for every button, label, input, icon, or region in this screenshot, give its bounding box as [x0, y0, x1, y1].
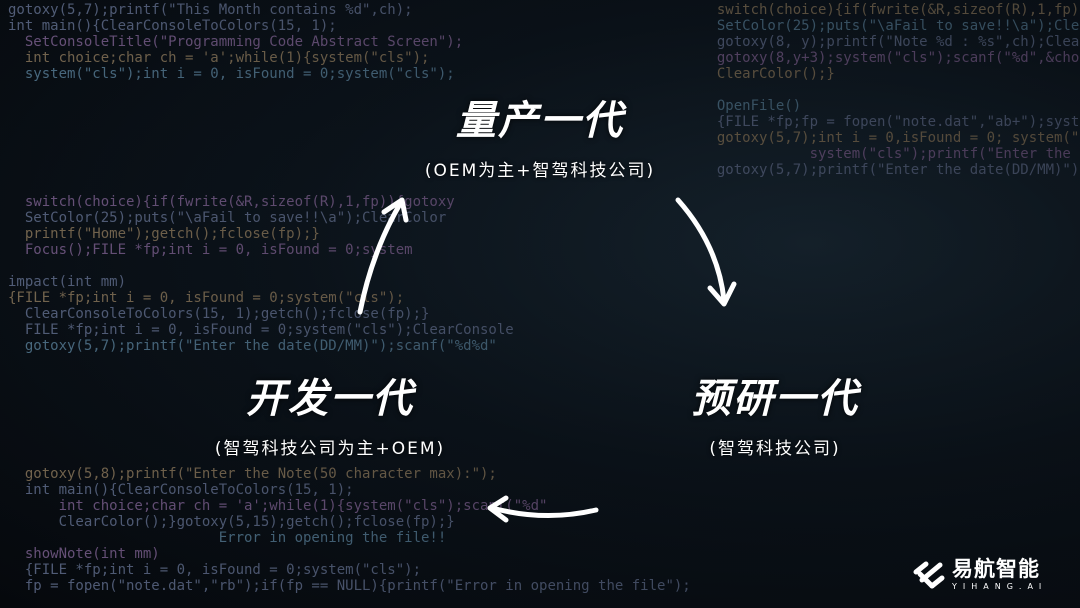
stage-development: 开发一代 (智驾科技公司为主+OEM) [160, 366, 500, 459]
arrow-right-down-icon [675, 197, 737, 307]
code-line: ClearConsoleToColors(15, 1);getch();fclo… [8, 306, 430, 322]
code-line: OpenFile() [700, 98, 801, 114]
code-line: Focus();FILE *fp;int i = 0, isFound = 0;… [8, 242, 413, 258]
code-line: switch(choice){if(fwrite(&R,sizeof(R),1,… [700, 2, 1080, 18]
stage-title: 预研一代 [691, 376, 859, 422]
logo-name-cn: 易航智能 [952, 557, 1040, 581]
company-logo: 易航智能 YIHANG.AI [912, 558, 1047, 592]
code-line: SetConsoleTitle("Programming Code Abstra… [8, 34, 463, 50]
code-line: FILE *fp;int i = 0, isFound = 0;system("… [8, 322, 514, 338]
code-line: showNote(int mm) [8, 546, 160, 562]
logo-mark-icon [913, 561, 945, 589]
code-line: system("cls");int i = 0, isFound = 0;sys… [8, 66, 455, 82]
stage-subtitle: (智驾科技公司为主+OEM) [214, 439, 446, 459]
code-line: impact(int mm) [8, 274, 126, 290]
code-line: Error in opening the file!! [8, 530, 447, 546]
stage-pre-research: 预研一代 (智驾科技公司) [630, 366, 920, 459]
code-line: int choice;char ch = 'a';while(1){system… [8, 50, 430, 66]
code-line: int main(){ClearConsoleToColors(15, 1); [8, 482, 354, 498]
code-line: printf("Home");getch();fclose(fp);} [8, 226, 320, 242]
code-line: ClearColor();}gotoxy(5,15);getch();fclos… [8, 514, 455, 530]
code-line: SetColor(25);puts("\aFail to save!!\a");… [700, 18, 1080, 34]
stage-subtitle: (智驾科技公司) [709, 439, 841, 459]
code-line: fp = fopen("note.dat","rb");if(fp == NUL… [8, 578, 691, 594]
code-line: gotoxy(5,7);printf("Enter the date(DD/MM… [8, 338, 497, 354]
code-line: gotoxy(5,7);printf("This Month contains … [8, 2, 413, 18]
arrow-left-icon [487, 495, 599, 523]
logo-name-en: YIHANG.AI [952, 582, 1048, 591]
stage-mass-production: 量产一代 (OEM为主+智驾科技公司) [400, 88, 680, 181]
code-line: gotoxy(5,8);printf("Enter the Note(50 ch… [8, 466, 497, 482]
code-line: switch(choice){if(fwrite(&R,sizeof(R),1,… [8, 194, 455, 210]
code-line: {FILE *fp;int i = 0, isFound = 0;system(… [8, 290, 404, 306]
code-line: gotoxy(5,7);int i = 0,isFound = 0; syste… [700, 130, 1080, 146]
code-line: SetColor(25);puts("\aFail to save!!\a");… [8, 210, 446, 226]
arrow-up-icon [357, 197, 409, 315]
stage-subtitle: (OEM为主+智驾科技公司) [424, 161, 656, 181]
stage-title: 开发一代 [246, 376, 414, 422]
code-line: int choice;char ch = 'a';while(1){system… [8, 498, 548, 514]
code-line: gotoxy(8, y);printf("Note %d : %s",ch);C… [700, 34, 1080, 50]
code-line: int main(){ClearConsoleToColors(15, 1); [8, 18, 337, 34]
stage-title: 量产一代 [456, 98, 624, 144]
code-line: {FILE *fp;int i = 0, isFound = 0;system(… [8, 562, 421, 578]
code-line: {FILE *fp;fp = fopen("note.dat","ab+");s… [700, 114, 1080, 130]
code-line: gotoxy(5,7);printf("Enter the date(DD/MM… [700, 162, 1080, 178]
code-line: gotoxy(8,y+3);system("cls");scanf("%d",&… [700, 50, 1080, 66]
code-line: ClearColor();} [700, 66, 835, 82]
